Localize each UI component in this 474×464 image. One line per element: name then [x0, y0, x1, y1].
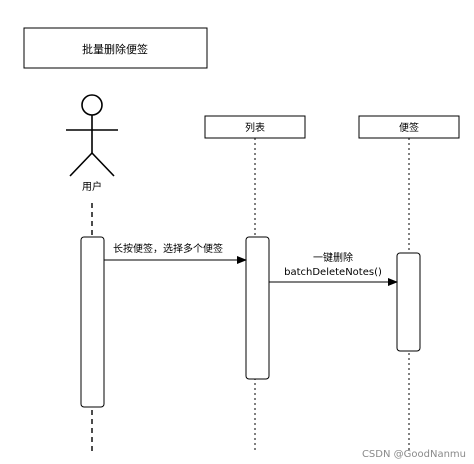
activation-list: [245, 236, 270, 380]
actor-label: 用户: [82, 180, 102, 193]
activation-actor: [80, 236, 105, 408]
participant-note: 便签: [358, 115, 460, 139]
message-2-label-line2: batchDeleteNotes(): [284, 267, 382, 278]
activation-note: [396, 252, 421, 352]
diagram-title: 批量删除便签: [82, 42, 148, 56]
participant-note-label: 便签: [399, 121, 419, 134]
actor-left-leg: [69, 152, 93, 177]
watermark: CSDN @GoodNanmu: [362, 449, 466, 460]
diagram-title-box: 批量删除便签: [23, 27, 208, 69]
participant-list: 列表: [204, 115, 306, 139]
participant-list-label: 列表: [245, 121, 265, 134]
message-1-label: 长按便签，选择多个便签: [113, 242, 223, 255]
actor-head: [81, 94, 103, 116]
actor-user: [66, 94, 118, 177]
actor-right-leg: [91, 152, 115, 177]
message-2-label-line1: 一键删除: [313, 251, 353, 264]
